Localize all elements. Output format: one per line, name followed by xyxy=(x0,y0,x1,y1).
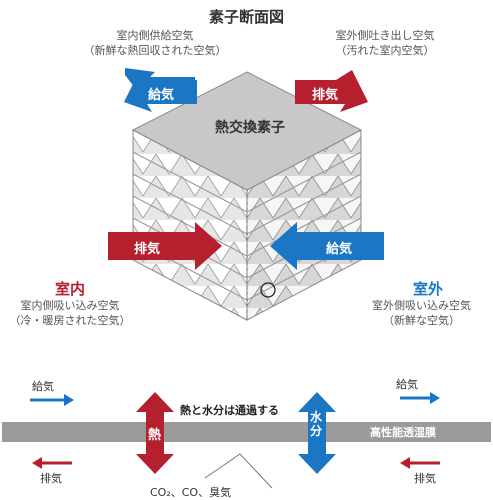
left-supply-label: 給気 xyxy=(32,380,54,393)
exhaust-top-label: 排気 xyxy=(312,88,339,103)
top-right-caption: 室外側吐き出し空気 （汚れた室内空気） xyxy=(300,28,470,58)
supply-mid-label: 給気 xyxy=(326,242,353,257)
membrane-label: 高性能透湿膜 xyxy=(370,426,436,439)
exhaust-arrow-mid-shape xyxy=(108,222,222,270)
diagram-title: 素子断面図 xyxy=(208,8,284,26)
top-left-line2: （新鮮な熱回収された空気） xyxy=(83,44,227,57)
indoor-caption: 室内 室内側吸い込み空気 （冷・暖房された空気） xyxy=(0,280,140,328)
right-exhaust-arrow xyxy=(400,457,440,469)
indoor-line1: 室内側吸い込み空気 xyxy=(20,299,120,312)
membrane-bar xyxy=(2,422,491,442)
indoor-line2: （冷・暖房された空気） xyxy=(9,314,131,327)
blocked-text: CO₂、CO、臭気 xyxy=(150,486,232,499)
exhaust-mid-label: 排気 xyxy=(134,242,161,257)
exhaust-arrow-top-shape xyxy=(295,70,368,112)
top-left-line1: 室内側供給空気 xyxy=(116,29,194,42)
indoor-title: 室内 xyxy=(54,280,85,298)
left-exhaust-arrow xyxy=(32,457,72,469)
right-supply-label: 給気 xyxy=(396,378,418,391)
core-label: 熱交換素子 xyxy=(215,120,285,136)
supply-arrow-mid-shape xyxy=(270,222,384,270)
top-left-caption: 室内側供給空気 （新鮮な熱回収された空気） xyxy=(70,28,240,58)
membrane-diagram xyxy=(2,392,491,489)
left-supply-arrow xyxy=(30,394,74,406)
marker-circle xyxy=(260,282,276,298)
outdoor-line1: 室外側吸い込み空気 xyxy=(372,299,471,312)
right-supply-arrow xyxy=(400,392,440,404)
supply-top-label: 給気 xyxy=(148,88,175,103)
right-exhaust-label: 排気 xyxy=(414,472,436,485)
left-exhaust-label: 排気 xyxy=(40,472,62,485)
heat-double-arrow xyxy=(136,392,174,474)
passes-text: 熱と水分は通過する xyxy=(180,404,279,417)
top-right-line1: 室外側吐き出し空気 xyxy=(335,29,435,42)
outdoor-caption: 室外 室外側吸い込み空気 （新鮮な空気） xyxy=(350,280,493,328)
water-label: 水分 xyxy=(310,410,323,438)
blocked-lines xyxy=(204,453,273,489)
outdoor-title: 室外 xyxy=(412,280,443,298)
supply-arrow-top-shape xyxy=(124,70,197,112)
heat-exchanger-core-diagram xyxy=(108,68,384,322)
outdoor-line2: （新鮮な空気） xyxy=(383,314,460,327)
water-double-arrow xyxy=(298,392,336,474)
heat-label: 熱 xyxy=(148,428,162,443)
top-right-line2: （汚れた室内空気） xyxy=(335,44,435,57)
